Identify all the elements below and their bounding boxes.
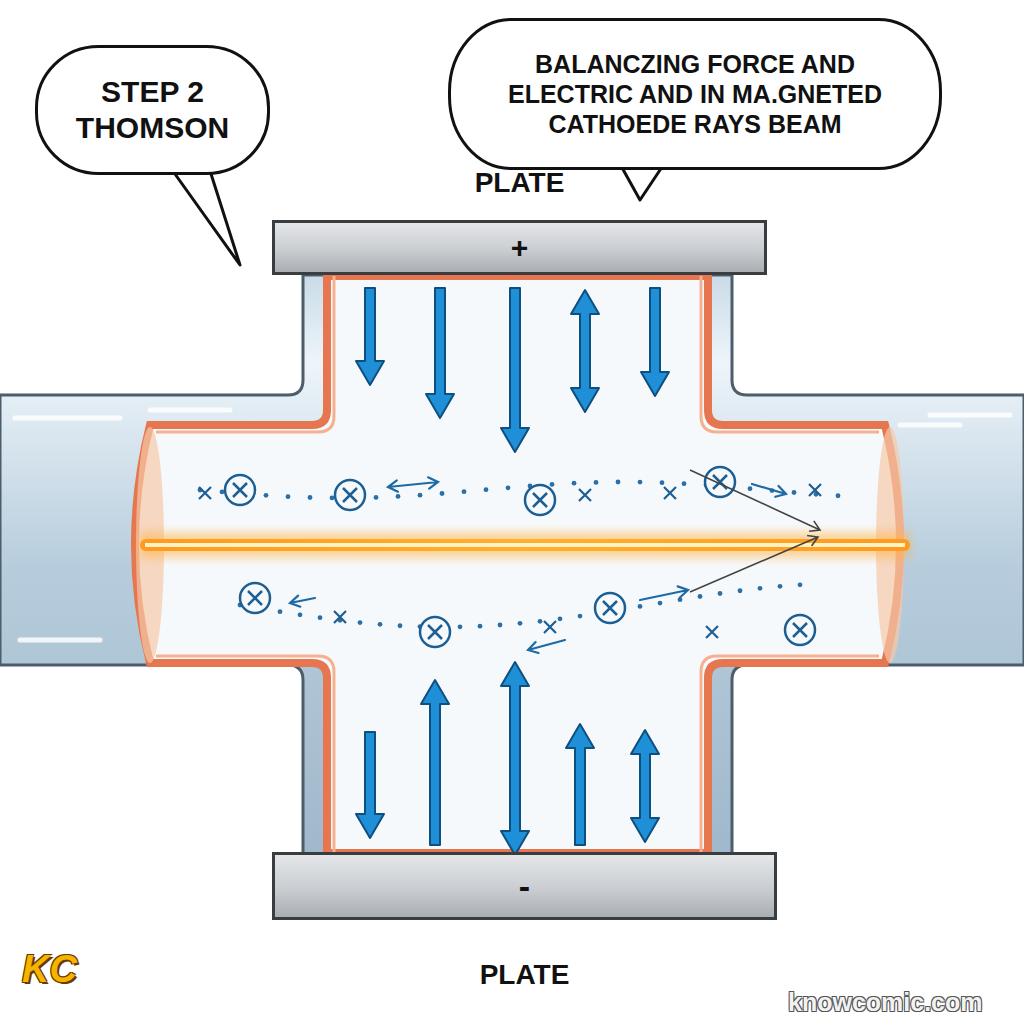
field-dot [286, 494, 291, 499]
field-dot [638, 604, 643, 609]
field-dot [498, 623, 503, 628]
field-dot [298, 612, 303, 617]
magnetic-field-cross [664, 487, 676, 499]
electric-field-arrow [641, 288, 669, 396]
deflection-line [690, 470, 820, 531]
field-dot [458, 624, 463, 629]
field-dot [550, 482, 555, 487]
field-dot [330, 496, 335, 501]
field-dot [374, 495, 379, 500]
deflection-plate: PLATE + [272, 166, 767, 275]
field-dot [682, 481, 687, 486]
field-dot [358, 620, 363, 625]
magnetic-field-cross [544, 621, 556, 633]
field-dot [440, 491, 445, 496]
force-arrow [752, 484, 786, 497]
field-dot [518, 621, 523, 626]
field-dot [738, 588, 743, 593]
magnetic-field-into-page [240, 583, 270, 613]
magnetic-field-into-page [225, 475, 255, 505]
beam-glow [140, 532, 910, 558]
plate-label: PLATE [475, 166, 565, 200]
field-dot [318, 615, 323, 620]
bubble-text: BALANCZING FORCE AND ELECTRIC AND IN MA.… [484, 49, 906, 139]
bubble-body [37, 47, 269, 174]
magnetic-field-into-page [525, 485, 555, 515]
speech-bubble: STEP 2 THOMSON [35, 45, 270, 175]
magnetic-field-cross [199, 487, 211, 499]
field-dot [748, 486, 753, 491]
electric-field-arrow [501, 662, 529, 855]
field-dot [484, 487, 489, 492]
plate-bar: + [272, 220, 767, 275]
field-dot [698, 594, 703, 599]
magnetic-field-into-page [595, 593, 625, 623]
field-dot [220, 490, 225, 495]
electric-field-arrow [571, 290, 599, 412]
glass-tube [0, 275, 1024, 855]
electric-field-arrow [426, 288, 454, 418]
field-dot [778, 584, 783, 589]
electric-field-arrow [631, 730, 659, 842]
electric-field-arrow [356, 732, 384, 838]
field-dot [660, 480, 665, 485]
field-dot [462, 489, 467, 494]
field-dot [398, 623, 403, 628]
logo: KC [22, 948, 77, 991]
field-dot [658, 601, 663, 606]
force-arrow [528, 640, 565, 653]
field-dot [264, 493, 269, 498]
force-arrow [290, 596, 315, 607]
bubble-body [450, 20, 941, 169]
field-dot [792, 490, 797, 495]
force-arrow [388, 477, 438, 491]
field-dot [798, 582, 803, 587]
field-dot [396, 494, 401, 499]
field-dot [572, 481, 577, 486]
deflection-line [690, 536, 818, 592]
plate-bar: - [272, 852, 777, 920]
magnetic-field-into-page [420, 617, 450, 647]
electric-field-arrow [501, 288, 529, 452]
field-dot [836, 493, 841, 498]
magnetic-field-cross [334, 611, 346, 623]
electric-field-arrow [566, 724, 594, 845]
field-dot [638, 480, 643, 485]
bubble-outline [35, 45, 270, 175]
magnetic-field-into-page [335, 480, 365, 510]
magnetic-field-cross [809, 484, 821, 496]
magnetic-field-cross [579, 489, 591, 501]
field-dot [378, 622, 383, 627]
plate-sign: - [519, 869, 530, 903]
field-dot [578, 614, 583, 619]
beam-core [145, 543, 905, 547]
field-dot [594, 480, 599, 485]
field-dot [558, 616, 563, 621]
plate-label: PLATE [480, 958, 570, 992]
field-dot [718, 591, 723, 596]
bubble-text: STEP 2 THOMSON [61, 74, 244, 146]
field-dot [758, 586, 763, 591]
field-dot [418, 493, 423, 498]
magnetic-field-into-page [785, 615, 815, 645]
field-dot [308, 495, 313, 500]
speech-bubble: BALANCZING FORCE AND ELECTRIC AND IN MA.… [448, 18, 942, 170]
field-dot [278, 609, 283, 614]
field-dot [506, 485, 511, 490]
field-dot [616, 480, 621, 485]
field-dot [538, 619, 543, 624]
magnetic-field-cross [706, 626, 718, 638]
field-dot [478, 624, 483, 629]
electric-field-arrow [421, 680, 449, 845]
watermark: knowcomic.com [788, 988, 983, 1017]
magnetic-field-into-page [705, 467, 735, 497]
cathode-ray-beam [140, 539, 910, 551]
electric-field-arrow [356, 288, 384, 385]
deflection-plate: - PLATE [272, 852, 777, 992]
force-arrow [640, 586, 688, 600]
plate-sign: + [511, 231, 529, 265]
